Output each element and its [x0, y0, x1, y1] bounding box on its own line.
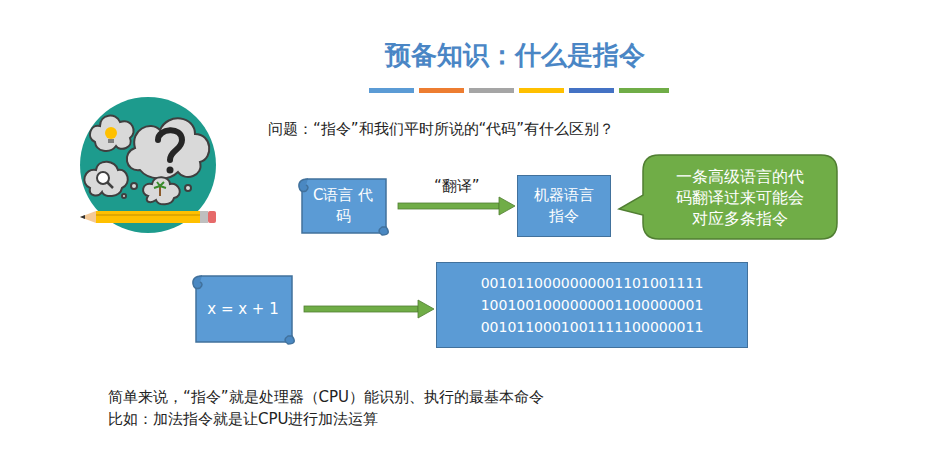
node-text: 机器语言 指令 — [528, 185, 600, 227]
node-text: 0010110001001111100000011 — [481, 316, 704, 338]
note-text: 比如：加法指令就是让CPU进行加法运算 — [108, 410, 379, 429]
scroll-body — [196, 276, 292, 342]
scroll-curl — [379, 227, 388, 235]
arrow-head — [418, 300, 434, 318]
scroll-node: x = x + 1 — [190, 272, 296, 346]
node-text: 1001001000000001100000001 — [481, 294, 704, 316]
scroll-node: C语言 代码 — [296, 175, 390, 237]
node-text: x = x + 1 — [207, 299, 279, 320]
flow-arrow — [304, 300, 434, 318]
thinking-icon — [80, 97, 216, 233]
edge-label: “翻译” — [432, 177, 482, 196]
arrow-shaft — [398, 203, 499, 209]
scroll-body — [302, 179, 386, 233]
node-text: C语言 代码 — [310, 185, 376, 227]
process-box: 0010110000000001101001111100100100000000… — [436, 262, 748, 348]
callout-outline — [619, 155, 837, 239]
page-title: 预备知识：什么是指令 — [0, 38, 925, 73]
process-box: 机器语言 指令 — [517, 175, 611, 237]
scroll-curl — [285, 336, 294, 344]
note-text: 问题：“指令”和我们平时所说的“代码”有什么区别？ — [268, 120, 614, 139]
note-text: 简单来说，“指令”就是处理器（CPU）能识别、执行的最基本命令 — [108, 388, 544, 407]
color-bars — [369, 88, 669, 93]
arrow-shaft — [304, 306, 418, 312]
callout-bubble: 一条高级语言的代码翻译过来可能会对应多条指令 — [643, 155, 837, 239]
scroll-curl — [299, 179, 308, 192]
arrow-head — [499, 197, 515, 215]
node-text: 一条高级语言的代码翻译过来可能会对应多条指令 — [671, 166, 809, 229]
scroll-shape — [296, 175, 390, 237]
node-text: 0010110000000001101001111 — [481, 272, 704, 294]
flow-arrow — [398, 197, 515, 215]
scroll-curl — [193, 276, 202, 289]
